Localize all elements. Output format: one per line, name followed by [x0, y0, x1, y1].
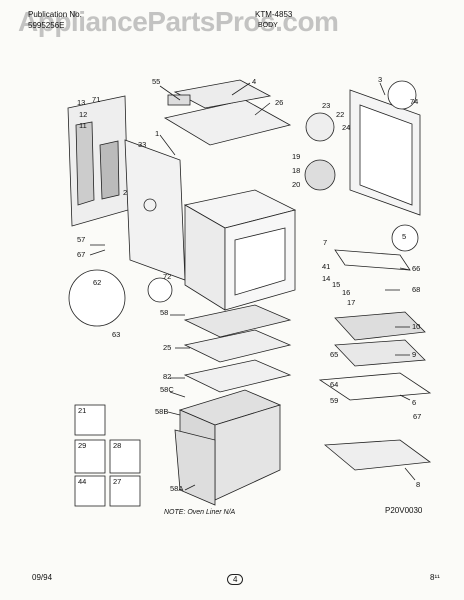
callout-25: 25	[163, 343, 172, 352]
corner-mark: 8¹¹	[430, 573, 440, 582]
callout-27: 27	[113, 477, 122, 486]
footer-date: 09/94	[32, 573, 53, 582]
callout-62: 62	[93, 278, 102, 287]
callout-44: 44	[78, 477, 87, 486]
callout-59: 59	[330, 396, 339, 405]
callout-64: 64	[330, 380, 339, 389]
callout-12: 12	[79, 110, 88, 119]
callout-19: 19	[292, 152, 301, 161]
broil-grid	[334, 339, 426, 367]
box-27	[109, 475, 141, 507]
box-21	[74, 404, 106, 436]
publication-number: 5995256E	[28, 21, 65, 30]
side-panel	[124, 139, 186, 281]
callout-67b: 67	[413, 412, 422, 421]
callout-1: 1	[155, 129, 160, 138]
broil-pan	[334, 311, 426, 341]
callout-65: 65	[330, 350, 339, 359]
callout-18: 18	[292, 166, 301, 175]
figure-code: P20V0030	[385, 506, 423, 515]
callout-26: 26	[275, 98, 284, 107]
callout-14: 14	[322, 274, 331, 283]
callout-21: 21	[78, 406, 87, 415]
callout-6: 6	[412, 398, 417, 407]
callout-67a: 67	[77, 250, 86, 259]
top-panel	[173, 79, 272, 109]
zoom-circle-62	[68, 269, 126, 327]
bake-element	[334, 249, 411, 271]
callout-9: 9	[412, 350, 417, 359]
model-label: KTM-4853	[255, 10, 293, 19]
callout-15: 15	[332, 280, 341, 289]
callout-71: 71	[92, 95, 101, 104]
callout-72: 72	[163, 272, 172, 281]
callout-63: 63	[112, 330, 121, 339]
callout-23: 23	[322, 101, 331, 110]
callout-29: 29	[78, 441, 87, 450]
zoom-circle-18	[304, 159, 336, 191]
callout-57: 57	[77, 235, 86, 244]
callout-66: 66	[412, 264, 421, 273]
page-number: 4	[227, 574, 244, 585]
callout-10: 10	[412, 322, 421, 331]
callout-24: 24	[342, 123, 351, 132]
callout-28: 28	[113, 441, 122, 450]
callout-58c: 58C	[160, 385, 174, 394]
watermark: AppliancePartsPros.com	[18, 6, 339, 37]
callout-11: 11	[79, 121, 87, 130]
box-28	[109, 439, 141, 474]
box-44	[74, 475, 106, 507]
callout-4: 4	[252, 77, 257, 86]
callout-8: 8	[416, 480, 421, 489]
callout-58a: 58A	[170, 484, 184, 493]
callout-3: 3	[378, 75, 383, 84]
callout-2: 2	[123, 188, 128, 197]
callout-7: 7	[323, 238, 328, 247]
callout-20: 20	[292, 180, 301, 189]
callout-68: 68	[412, 285, 421, 294]
callout-82: 82	[163, 372, 172, 381]
callout-58b: 58B	[155, 407, 169, 416]
callout-33: 33	[138, 140, 147, 149]
oven-liner-note: NOTE: Oven Liner N/A	[164, 509, 236, 516]
publication-label: Publication No.	[28, 10, 82, 19]
model-sub: BODY	[258, 22, 278, 29]
callout-55: 55	[152, 77, 161, 86]
callout-41: 41	[322, 262, 331, 271]
oven-rack	[318, 372, 432, 401]
callout-13: 13	[77, 98, 86, 107]
top-shield	[163, 99, 292, 146]
callout-74: 74	[410, 97, 419, 106]
drawer-pan	[323, 439, 432, 471]
callout-16: 16	[342, 288, 351, 297]
callout-22: 22	[336, 110, 345, 119]
callout-5: 5	[402, 232, 407, 241]
callout-17: 17	[347, 298, 356, 307]
callout-58: 58	[160, 308, 169, 317]
box-29	[74, 439, 106, 474]
